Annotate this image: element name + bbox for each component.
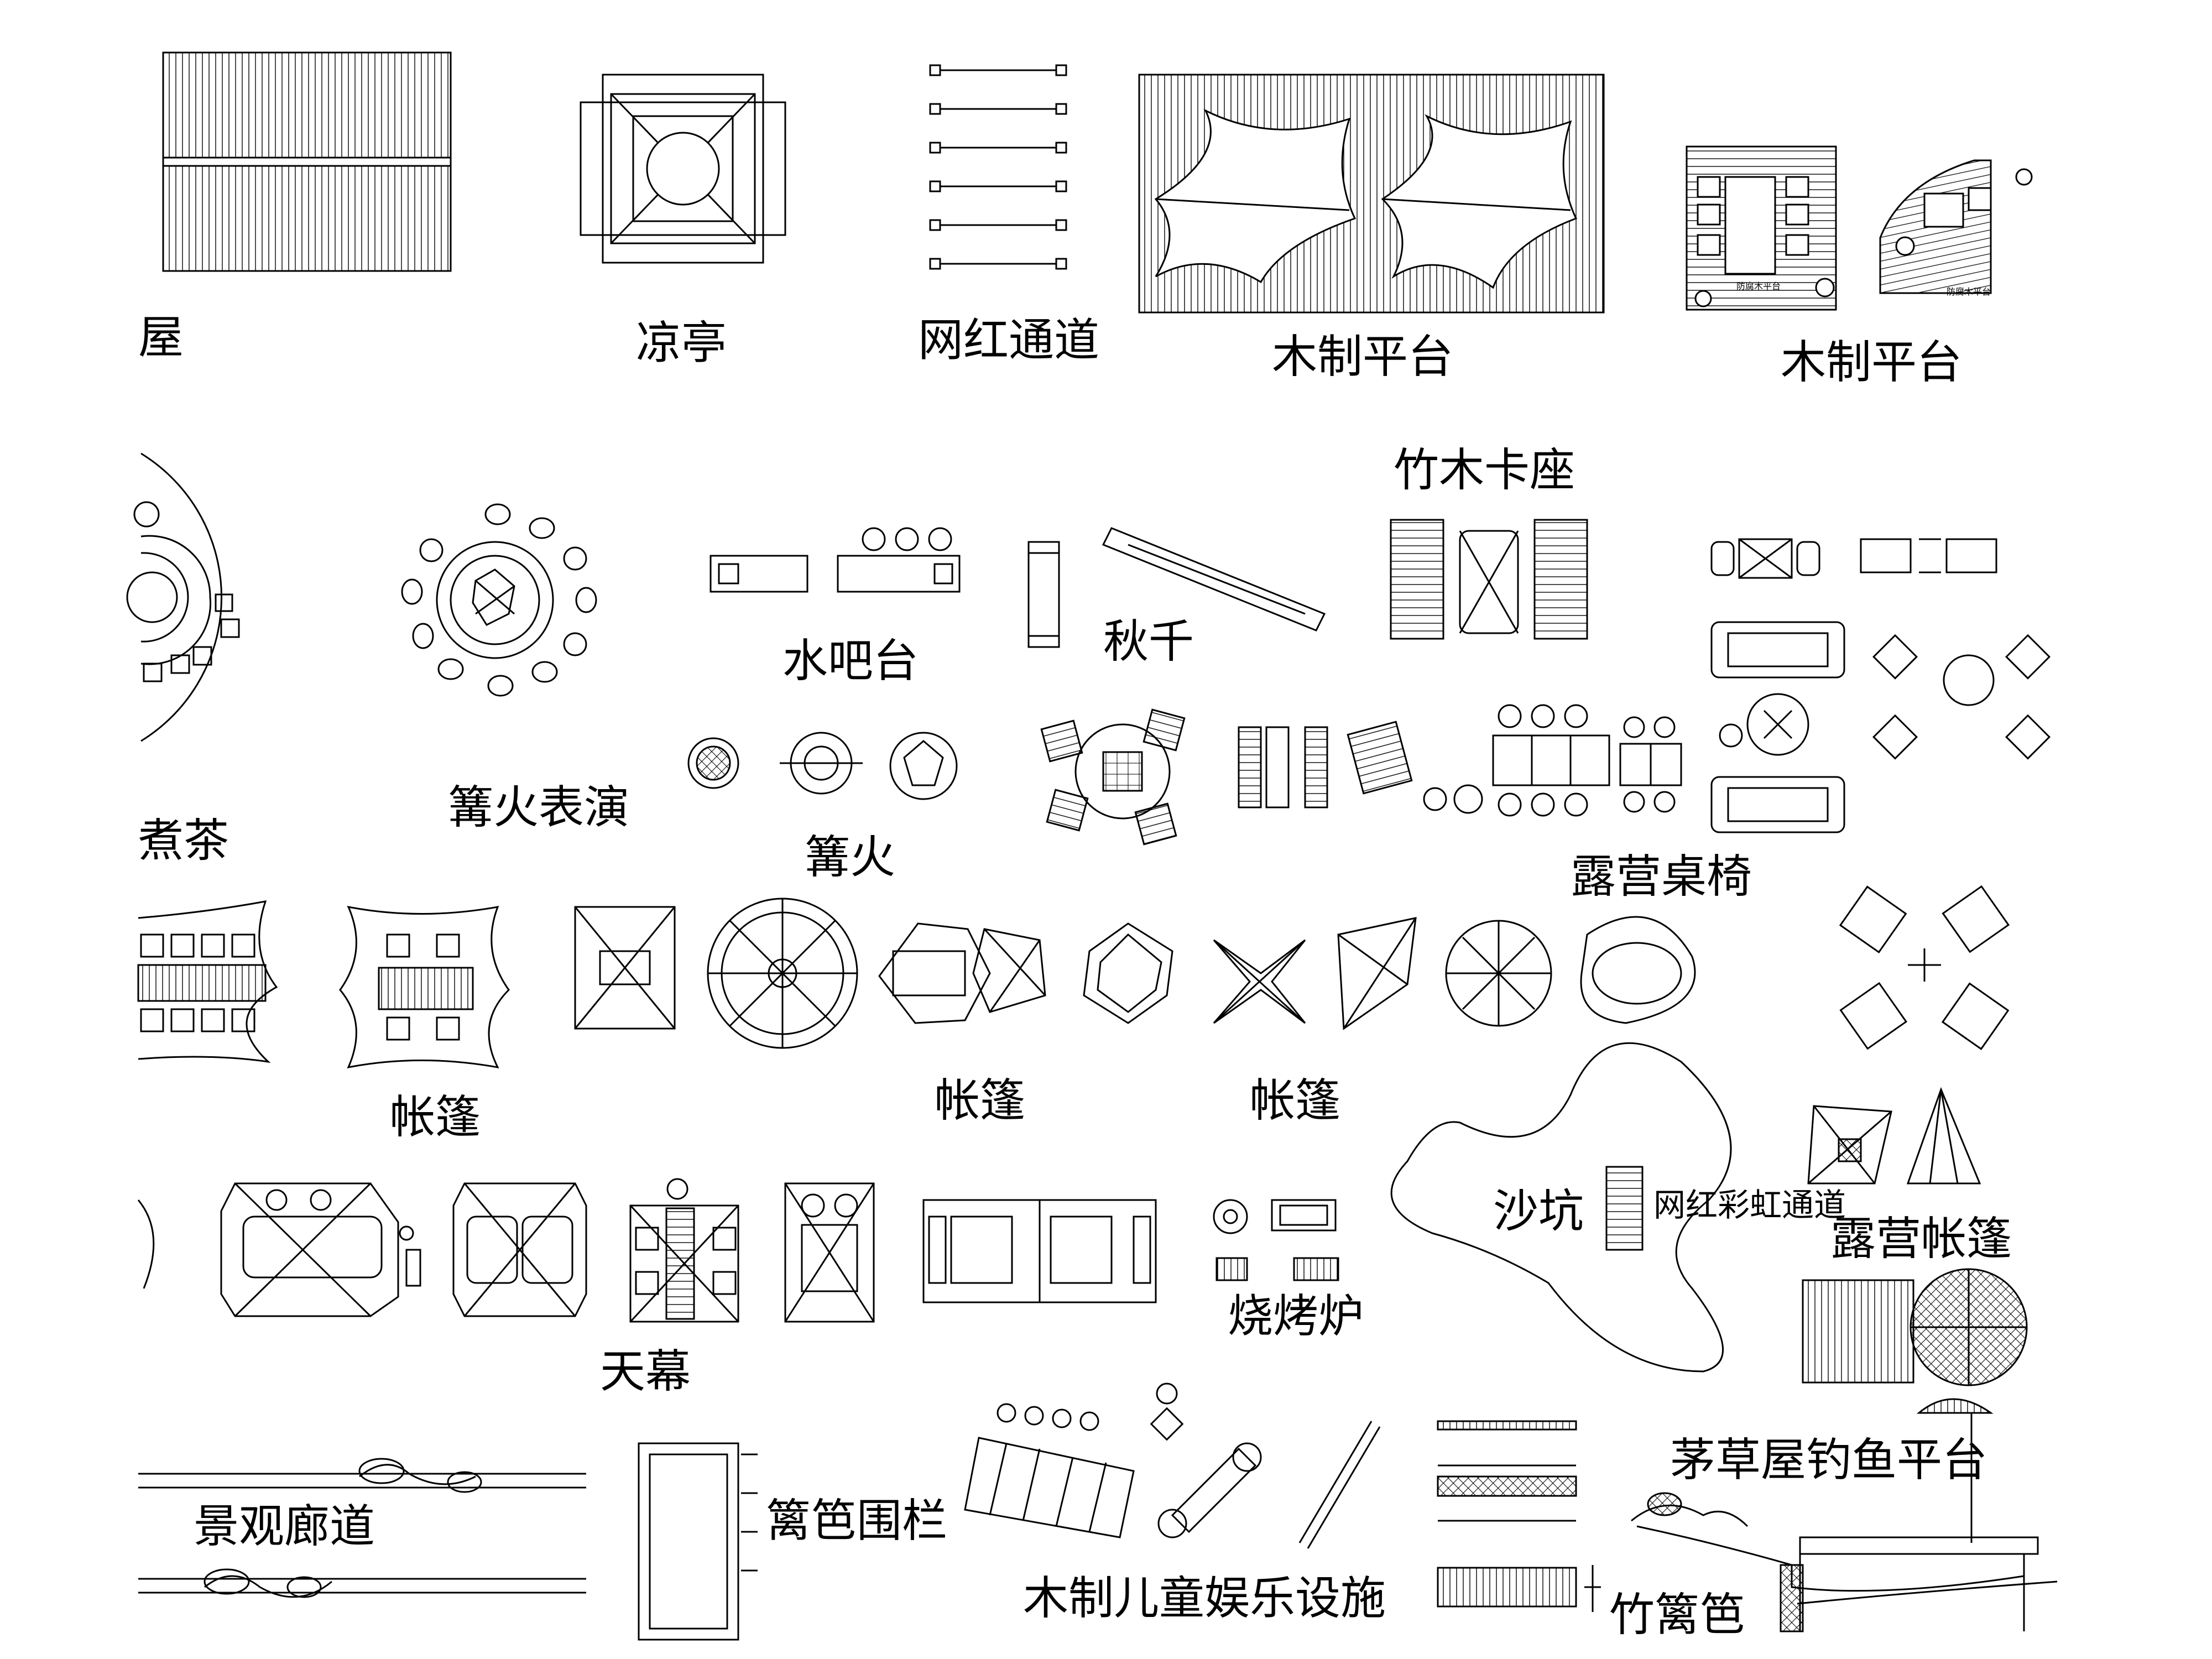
bbq-grill-plans (1214, 1200, 1338, 1280)
thatched-fishing-platform-elevation (1631, 1399, 2057, 1631)
label-wood-platform-2: 木制平台 (1781, 336, 1963, 389)
label-rainbow-passage: 网红彩虹通道 (1653, 1186, 1846, 1224)
wood-platform-tents (1139, 75, 1604, 312)
tea-cooking-plan (127, 453, 239, 741)
water-bar-plan (711, 528, 959, 592)
label-bonfire: 篝火 (805, 831, 896, 884)
label-wood-platform-1: 木制平台 (1272, 331, 1454, 383)
house-roof-plan (163, 53, 451, 271)
label-bonfire-show: 篝火表演 (448, 781, 630, 834)
label-camp-furniture: 露营桌椅 (1571, 851, 1752, 903)
label-tent-1: 帐篷 (390, 1091, 481, 1144)
label-sandpit: 沙坑 (1493, 1185, 1584, 1238)
label-fence: 篱笆围栏 (766, 1495, 948, 1547)
label-canopy: 天幕 (600, 1345, 691, 1398)
kids-play-plans (965, 1384, 1380, 1548)
camp-chairs-ring (1840, 886, 2008, 1049)
camp-table-set-a (1712, 539, 2049, 832)
label-house: 屋 (138, 311, 184, 364)
label-swing: 秋千 (1103, 615, 1194, 668)
label-camp-tent: 露营帐篷 (1830, 1213, 2012, 1265)
label-tent-3: 帐篷 (1250, 1074, 1341, 1127)
swing-plan (1029, 528, 1324, 647)
wood-deck-umbrella (1803, 1269, 2027, 1385)
camp-bench-set (924, 1200, 1156, 1302)
tent-plans (138, 899, 1695, 1067)
label-bamboo-booth: 竹木卡座 (1394, 444, 1575, 497)
label-tea-cooking: 煮茶 (138, 815, 229, 867)
bonfire-show-plan (402, 504, 596, 696)
label-tiny-plan-2: 防腐木平台 (1947, 286, 1991, 297)
label-tent-2: 帐篷 (935, 1074, 1026, 1127)
sandpit-plan (1391, 1043, 1731, 1371)
label-pavilion: 凉亭 (636, 317, 727, 369)
landscape-corridor-plan (138, 1459, 586, 1597)
bamboo-booth-plan (1391, 520, 1587, 639)
label-water-bar: 水吧台 (782, 635, 919, 687)
web-passage-plan (929, 65, 1067, 270)
label-web-passage: 网红通道 (918, 314, 1100, 367)
label-kids-play: 木制儿童娱乐设施 (1023, 1572, 1386, 1625)
camp-tent-plans (1808, 1089, 1980, 1183)
pavilion-plan (581, 75, 785, 263)
camp-table-set-b (1041, 705, 1681, 844)
canopy-plans (138, 1179, 874, 1322)
wood-platform-plans-small (1687, 147, 2032, 310)
label-tiny-plan-1: 防腐木平台 (1736, 281, 1781, 291)
label-landscape-corridor: 景观廊道 (194, 1500, 375, 1553)
bonfire-plans (688, 733, 957, 799)
fence-plan (639, 1443, 758, 1640)
bamboo-fence-elevations (1438, 1421, 1601, 1612)
label-bbq-grill: 烧烤炉 (1228, 1290, 1364, 1343)
label-bamboo-fence: 竹篱笆 (1609, 1589, 1746, 1641)
label-thatched-fishing-platform: 茅草屋钓鱼平台 (1670, 1434, 1988, 1486)
